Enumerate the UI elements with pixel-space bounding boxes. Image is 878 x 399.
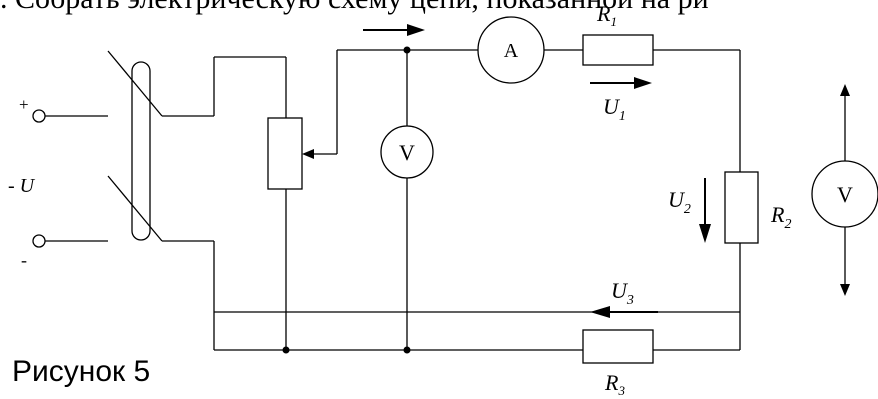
voltmeter-right-arrow-top [840,84,850,96]
junction-dot [403,346,411,354]
r3-label: R3 [604,370,625,398]
pot-wiper-arrow [302,149,314,159]
junction-dot [282,346,290,354]
switch-linkage [131,61,151,241]
voltmeter-right-arrow-bottom [840,284,850,296]
switch-blade-top [107,50,163,117]
u2-label: U2 [668,187,691,217]
plus-label: + [19,95,29,114]
voltmeter-right-symbol: V [837,182,853,207]
resistor-r2 [724,171,759,244]
plus-terminal [32,109,46,123]
ammeter-symbol: А [504,40,519,62]
junction-dot [403,46,411,54]
source-voltage-label: - U [8,175,36,197]
r1-label: R1 [596,1,617,29]
u3-arrow-head [590,306,610,318]
resistor-r3 [582,329,654,364]
current-arrow-head [407,24,425,36]
task-text: . Собрать электрическую схему цепи, пока… [0,0,709,16]
minus-label: - [21,250,27,270]
u1-label: U1 [603,94,626,124]
minus-terminal [32,234,46,248]
r2-label: R2 [770,202,791,232]
resistor-r1 [582,34,654,66]
u3-label: U3 [611,278,634,308]
potentiometer [267,117,303,190]
switch-blade-bottom [107,175,163,242]
figure-caption: Рисунок 5 [12,355,151,388]
u2-arrow-head [699,224,711,243]
voltmeter-left-symbol: V [399,140,415,165]
u1-arrow-head [634,77,652,89]
